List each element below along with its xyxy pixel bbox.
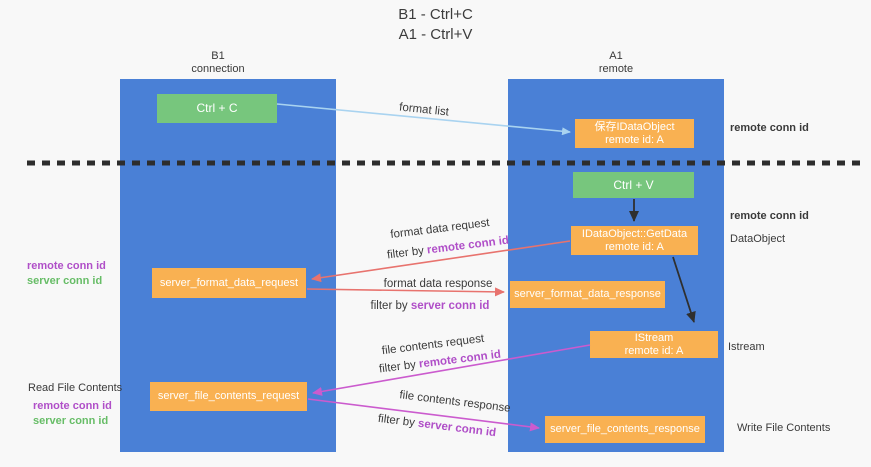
diagram-title: B1 - Ctrl+C A1 - Ctrl+V [0,5,871,45]
node-ctrl-c-label: Ctrl + C [196,101,238,115]
left-format-conn-ids: remote conn id server conn id [27,259,106,289]
column-header-a1: A1 remote [508,50,724,76]
filter-prefix: filter by [386,244,428,262]
label-format-list: format list [398,101,450,119]
column-b1-role: connection [191,63,245,75]
column-a1-role: remote [598,63,634,75]
node-server-format-data-response: server_format_data_response [510,281,665,308]
node-server-format-data-response-label: server_format_data_response [514,288,661,300]
filter-prefix: filter by [377,412,419,430]
node-server-format-data-request: server_format_data_request [152,268,306,298]
filter-prefix: filter by [370,300,411,312]
label-format-data-response: format data response [383,278,493,290]
label-file-contents-response-filter: filter by server conn id [377,413,496,439]
node-getdata-line2: remote id: A [605,240,664,253]
filter-value-remote-conn-id: remote conn id [426,234,510,257]
column-b1-name: B1 [211,50,225,62]
filter-value-server-conn-id: server conn id [410,300,490,312]
server-conn-id-label: server conn id [27,275,103,287]
node-istream-line1: IStream [634,331,674,344]
title-line-1: B1 - Ctrl+C [398,6,473,23]
node-server-file-contents-response: server_file_contents_response [545,416,705,443]
node-save-dataobject-line2: remote id: A [605,133,664,146]
node-istream: IStream remote id: A [590,331,718,358]
write-file-contents-label: Write File Contents [737,422,831,434]
label-file-contents-response: file contents response [398,389,512,415]
remote-conn-id-label: remote conn id [27,260,106,272]
node-getdata: IDataObject::GetData remote id: A [571,226,698,255]
column-a1-name: A1 [609,50,623,62]
title-line-2: A1 - Ctrl+V [398,26,473,43]
node-istream-line2: remote id: A [624,344,684,357]
column-header-b1: B1 connection [110,50,326,76]
label-format-data-response-filter: filter by server conn id [371,300,490,312]
right-remote-conn-id-mid: remote conn id [730,210,809,222]
filter-value-server-conn-id: server conn id [417,417,497,440]
istream-label: Istream [728,341,765,353]
node-ctrl-v-label: Ctrl + V [613,177,654,192]
filter-value-remote-conn-id: remote conn id [418,348,502,371]
node-server-file-contents-response-label: server_file_contents_response [550,423,700,435]
read-file-contents-label: Read File Contents [28,382,123,394]
node-server-file-contents-request: server_file_contents_request [150,382,307,411]
dataobject-label: DataObject [730,233,786,245]
node-save-dataobject: 保存IDataObject remote id: A [575,119,694,148]
node-ctrl-v: Ctrl + V [573,172,694,198]
filter-prefix: filter by [378,358,420,376]
right-remote-conn-id-top: remote conn id [730,122,809,134]
node-server-file-contents-request-label: server_file_contents_request [157,390,300,402]
node-server-format-data-request-label: server_format_data_request [159,276,299,289]
remote-conn-id-label: remote conn id [33,400,112,412]
label-format-data-request: format data request [389,216,491,242]
node-ctrl-c: Ctrl + C [157,94,277,123]
left-file-conn-ids: remote conn id server conn id [33,399,112,429]
node-save-dataobject-line1: 保存IDataObject [594,120,675,133]
server-conn-id-label: server conn id [33,415,109,427]
node-getdata-line1: IDataObject::GetData [581,227,688,240]
